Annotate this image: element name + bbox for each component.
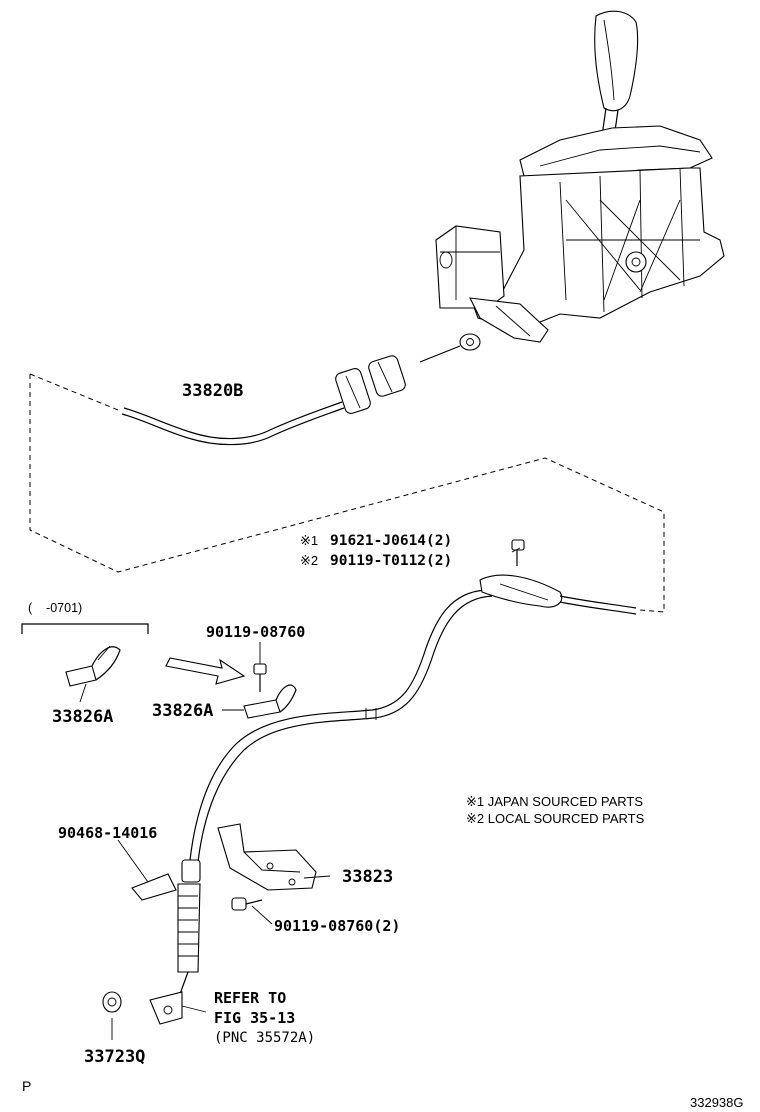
label-90468-14016: 90468-14016 (58, 824, 157, 842)
corner-p: P (22, 1078, 31, 1094)
shift-lever-assembly (435, 10, 725, 343)
label-33826a-right: 33826A (152, 701, 213, 721)
nut-33723q (102, 991, 122, 1013)
label-33826a-left: 33826A (52, 707, 113, 727)
note2-mark: ※2 (300, 553, 318, 568)
range-label: ( -0701) (28, 601, 82, 615)
label-90119-08760-top: 90119-08760 (206, 623, 305, 641)
direction-arrow (165, 657, 246, 685)
bolt-90119-08760-2 (231, 897, 263, 911)
refer-line-3: (PNC 35572A) (214, 1030, 315, 1046)
clip-90468 (131, 873, 177, 901)
label-90119-t0112: 90119-T0112(2) (330, 553, 452, 569)
label-91621-j0614: 91621-J0614(2) (330, 533, 452, 549)
refer-line-1: REFER TO (214, 989, 286, 1007)
shift-cable-lower (149, 539, 637, 1025)
clip-33826a-left (65, 645, 121, 687)
label-33723q: 33723Q (84, 1047, 145, 1067)
legend-local: ※2 LOCAL SOURCED PARTS (466, 811, 645, 826)
legend-japan: ※1 JAPAN SOURCED PARTS (466, 794, 643, 809)
range-bracket (21, 623, 149, 634)
label-33820b: 33820B (182, 381, 243, 401)
note1-mark: ※1 (300, 533, 318, 548)
refer-line-2: FIG 35-13 (214, 1009, 295, 1027)
shift-cable-33820b (121, 333, 481, 446)
bracket-33823 (217, 823, 317, 891)
label-90119-08760-2: 90119-08760(2) (274, 917, 400, 935)
clip-33826a-right (243, 663, 297, 719)
leader-lines (79, 547, 521, 1040)
label-33823: 33823 (342, 867, 393, 887)
diagram-id: 332938G (690, 1095, 744, 1110)
dashed-outline (29, 373, 665, 613)
